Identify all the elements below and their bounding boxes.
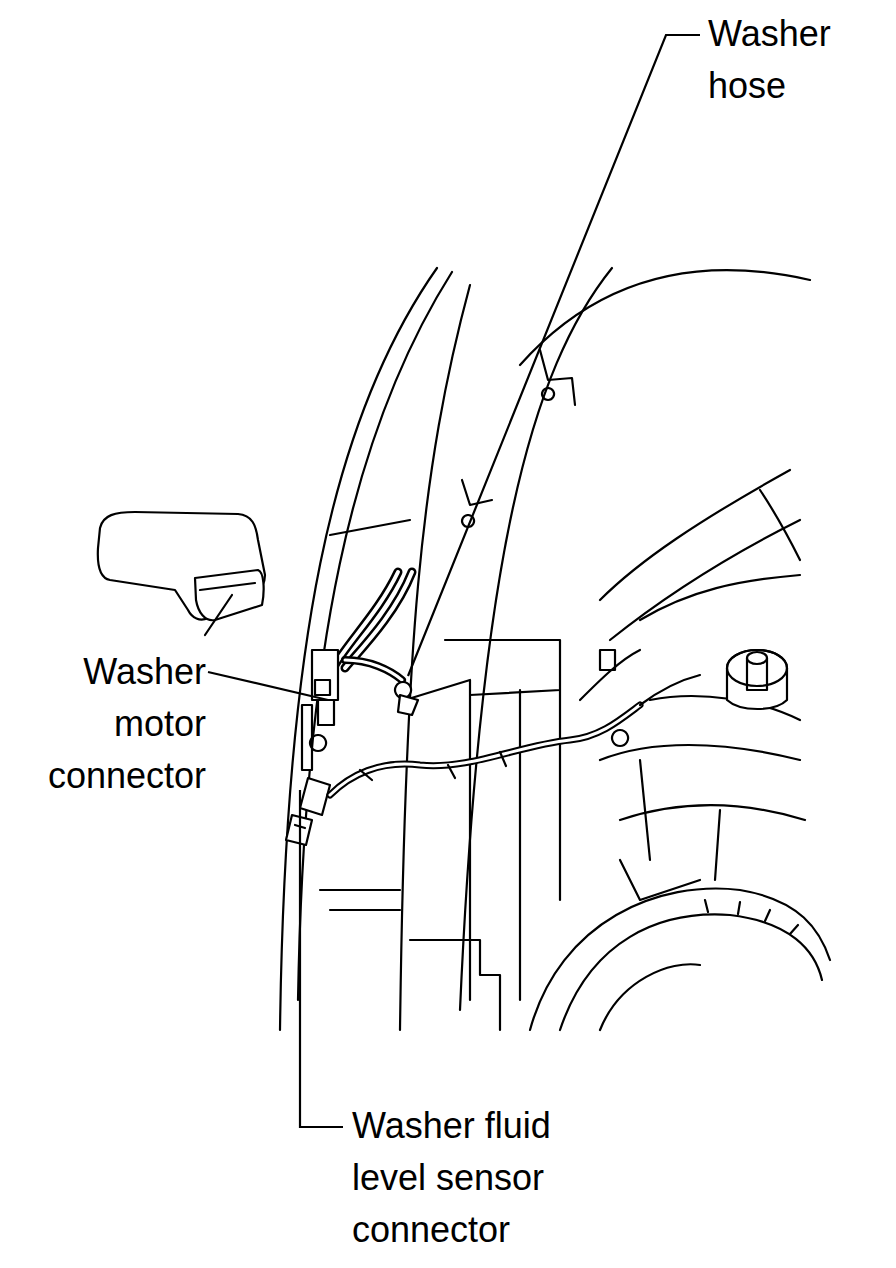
vehicle-body — [620, 805, 805, 820]
part-label: Washer motor connector — [12, 646, 206, 802]
vehicle-body — [330, 909, 400, 911]
washer-parts — [345, 660, 402, 680]
washer-parts — [640, 675, 700, 705]
washer-parts — [612, 730, 628, 746]
vehicle-body — [98, 268, 830, 1030]
washer-parts — [300, 778, 330, 815]
vehicle-body — [530, 889, 830, 1030]
leader-lines — [208, 672, 328, 700]
leader-lines — [408, 35, 700, 676]
vehicle-body — [205, 595, 232, 635]
washer-parts — [360, 752, 506, 780]
washer-parts — [345, 572, 412, 668]
vehicle-body — [600, 964, 700, 1030]
vehicle-body — [620, 860, 700, 900]
vehicle-body — [580, 650, 640, 700]
vehicle-body — [760, 490, 800, 560]
vehicle-body — [715, 810, 720, 880]
washer-parts — [318, 700, 334, 725]
vehicle-body — [540, 350, 575, 405]
vehicle-body — [560, 914, 822, 1030]
vehicle-body — [519, 690, 521, 1000]
leader-lines — [300, 790, 343, 1127]
vehicle-body — [195, 570, 264, 620]
part-label: Washer fluid level sensor connector — [352, 1100, 597, 1256]
vehicle-body — [640, 575, 800, 620]
vehicle-body — [705, 900, 798, 934]
part-label: Washer hose — [708, 8, 883, 112]
washer-parts — [302, 705, 312, 770]
vehicle-body — [747, 652, 767, 664]
vehicle-body — [542, 388, 554, 400]
vehicle-body — [640, 760, 650, 860]
vehicle-body — [600, 745, 800, 760]
vehicle-body — [98, 512, 265, 620]
vehicle-body — [200, 583, 255, 590]
washer-parts — [330, 705, 640, 795]
washer-parts — [600, 650, 615, 670]
vehicle-body — [520, 270, 810, 365]
vehicle-body — [320, 889, 400, 891]
vehicle-body — [405, 680, 470, 1000]
washer-parts — [398, 695, 418, 715]
washer-parts — [310, 735, 326, 751]
washer-parts — [345, 660, 402, 680]
washer-parts — [345, 572, 412, 668]
vehicle-body — [727, 668, 787, 709]
vehicle-body — [298, 272, 452, 1000]
leader-lines — [208, 35, 700, 1127]
washer-parts — [315, 680, 330, 695]
vehicle-body — [400, 285, 470, 1030]
vehicle-body — [445, 640, 560, 695]
washer-parts — [312, 650, 338, 700]
washer-parts — [286, 572, 700, 845]
vehicle-body — [610, 520, 800, 640]
vehicle-body — [462, 480, 492, 505]
vehicle-body — [559, 690, 561, 900]
washer-parts — [330, 705, 640, 795]
vehicle-body — [410, 940, 500, 1030]
vehicle-body — [727, 650, 787, 686]
vehicle-body — [330, 520, 410, 535]
